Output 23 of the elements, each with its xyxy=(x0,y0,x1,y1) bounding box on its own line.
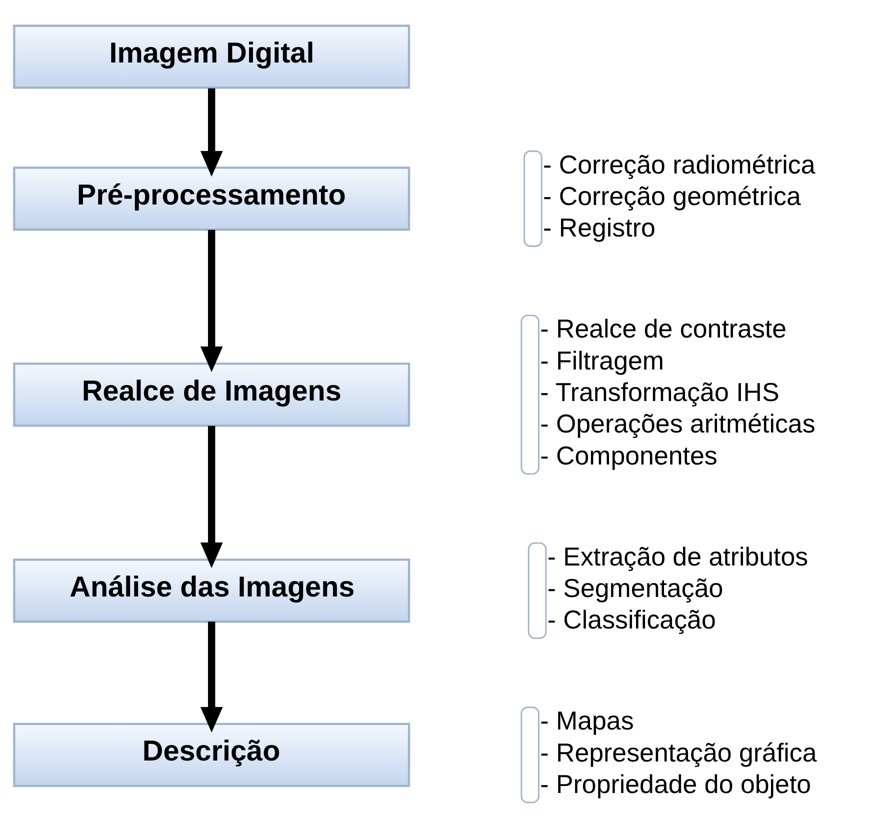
node-label: - Representação gráfica xyxy=(540,739,817,768)
node-label: - Correção geométrica xyxy=(543,183,801,212)
node-box: Imagem Digital xyxy=(13,24,410,89)
node-label: - Componentes xyxy=(540,442,718,470)
node-label: - Mapas xyxy=(540,708,634,736)
node-label: - Correção radiométrica xyxy=(543,151,816,180)
node-box: Análise das Imagens xyxy=(13,558,410,623)
node-box: Realce de Imagens xyxy=(13,362,410,427)
node-label: - Registro xyxy=(543,214,656,243)
arrow xyxy=(200,622,223,732)
node-label: - Classificação xyxy=(547,606,716,635)
node-label: - Transformação IHS xyxy=(540,379,780,408)
arrow xyxy=(200,88,223,177)
node-box: Descrição xyxy=(13,722,410,787)
node-label: - Operações aritméticas xyxy=(540,410,816,439)
node-label: - Extração de atributos xyxy=(547,543,808,572)
node-box: Pré-processamento xyxy=(13,166,410,231)
node-label: - Segmentação xyxy=(547,574,724,603)
node-label: - Realce de contraste xyxy=(540,316,787,344)
node-label: - Propriedade do objeto xyxy=(540,770,812,799)
arrow xyxy=(200,426,223,568)
arrow xyxy=(200,230,223,372)
node-label: - Filtragem xyxy=(540,347,664,376)
